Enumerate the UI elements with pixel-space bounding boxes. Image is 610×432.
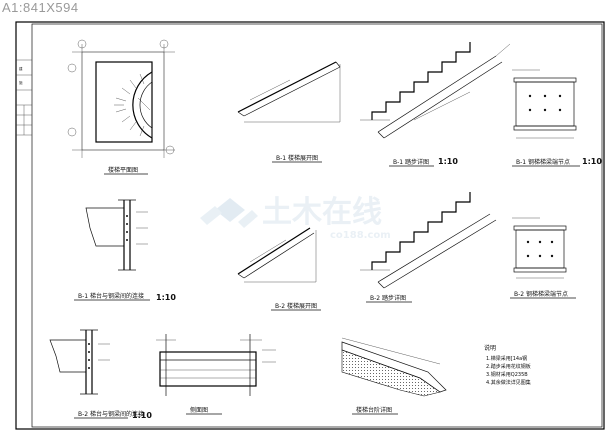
note-item-2: 2.踏步采用花纹钢板: [486, 363, 531, 370]
title-cell-1: 施: [19, 80, 23, 85]
b2-section-title: B-2 踏步详图: [370, 294, 406, 302]
b2-beam-connection-view: B-2 梯台与钢梁间的连接 1:10: [49, 329, 152, 420]
b1-beam-connection-title: B-1 梯台与钢梁间的连接: [78, 292, 144, 300]
notes-title: 说明: [484, 344, 496, 352]
sheet-size-label: A1:841X594: [2, 0, 79, 15]
b2-elevation-view: B-2 楼梯展开图: [237, 227, 321, 311]
b1-section-scale: 1:10: [438, 157, 458, 166]
b2-elevation-title: B-2 楼梯展开图: [275, 302, 317, 310]
b2-beam-connection-scale: 1:10: [132, 411, 152, 420]
b1-beam-connection-scale: 1:10: [156, 293, 176, 302]
note-item-1: 1.梯梁采用[14a钢: [486, 355, 527, 362]
b1-beam-connection-view: B-1 梯台与钢梁间的连接 1:10: [74, 199, 176, 302]
note-item-4: 4.其余做法详见图集: [486, 379, 531, 386]
b1-section-view: B-1 踏步详图 1:10: [360, 42, 511, 167]
b2-node-view: B-2 钢梯梯梁端节点: [510, 217, 576, 299]
b1-node-title: B-1 钢梯梯梁端节点: [516, 158, 570, 166]
note-item-3: 3.钢材采用Q235B: [486, 371, 528, 378]
inner-border: [31, 23, 603, 428]
side-view: 侧面图: [156, 334, 276, 415]
b2-beam-connection-title: B-2 梯台与钢梁间的连接: [78, 410, 144, 418]
platform-detail-view: 楼梯台阶详图: [341, 337, 447, 415]
title-strip: 建 施: [16, 59, 32, 136]
b1-section-title: B-1 踏步详图: [393, 158, 429, 166]
side-view-title: 侧面图: [190, 406, 208, 414]
watermark-main: 土木在线: [262, 195, 382, 230]
stair-plan-title: 楼梯平面图: [108, 166, 138, 174]
platform-detail-title: 楼梯台阶详图: [356, 406, 392, 414]
watermark: 土木在线 co188.com: [200, 195, 391, 241]
b1-elevation-title: B-1 楼梯展开图: [276, 154, 318, 162]
stair-plan-view: 楼梯平面图: [67, 39, 175, 175]
b2-node-title: B-2 钢梯梯梁端节点: [514, 290, 568, 298]
b1-node-view: B-1 钢梯梯梁端节点 1:10: [512, 69, 602, 167]
notes-block: 说明 1.梯梁采用[14a钢 2.踏步采用花纹钢板 3.钢材采用Q235B 4.…: [484, 344, 531, 386]
title-cell-0: 建: [19, 66, 23, 71]
drawing-border: [15, 21, 605, 430]
b2-section-view: B-2 踏步详图: [360, 192, 497, 303]
b1-node-scale: 1:10: [582, 157, 602, 166]
watermark-sub: co188.com: [330, 230, 391, 241]
b1-elevation-view: B-1 楼梯展开图: [237, 61, 341, 163]
